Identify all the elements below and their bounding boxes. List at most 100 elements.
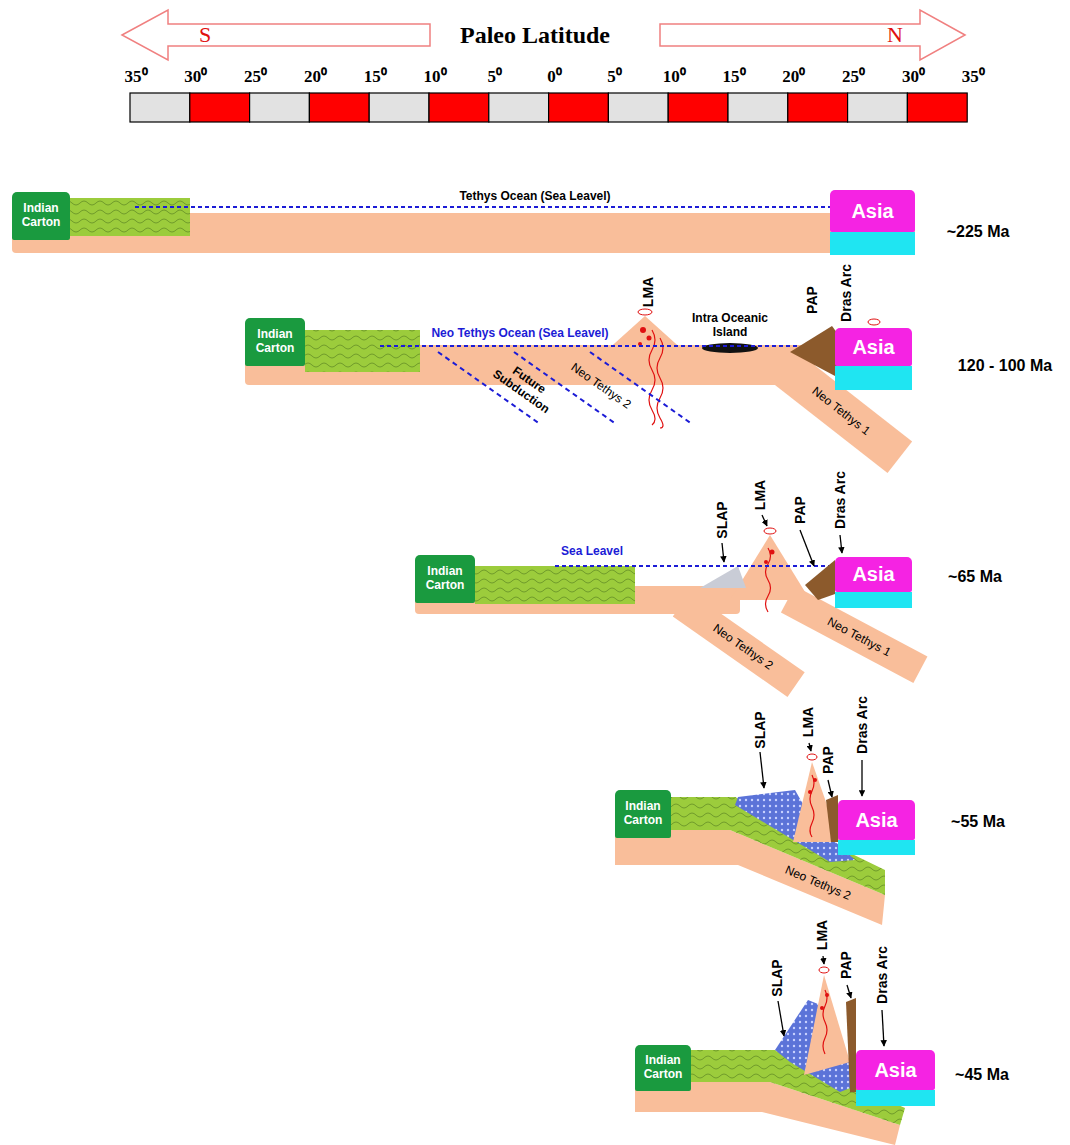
slab-label: Neo Tethys 1 bbox=[825, 614, 893, 659]
neo-tethys-1-slab bbox=[781, 586, 928, 683]
art-rect bbox=[549, 93, 609, 122]
magma-blob bbox=[647, 336, 652, 341]
pap-wedge bbox=[846, 998, 856, 1092]
slab-label: Neo Tethys 2 bbox=[710, 621, 775, 673]
leader-arrow bbox=[800, 530, 814, 566]
feature-label: Dras Arc bbox=[832, 471, 849, 529]
art-rect bbox=[369, 93, 429, 122]
art-rect bbox=[250, 93, 310, 122]
magma bbox=[649, 330, 655, 425]
art-rect bbox=[608, 93, 668, 122]
node-label: Asia bbox=[874, 1059, 916, 1082]
continent-block: Asia bbox=[835, 328, 912, 366]
age-label: 120 - 100 Ma bbox=[958, 356, 1052, 375]
craton-block: Indian Carton bbox=[12, 192, 70, 240]
latitude-tick: 15⁰ bbox=[364, 67, 387, 87]
leader-arrow bbox=[861, 760, 862, 796]
latitude-bar bbox=[130, 93, 967, 122]
art-rect bbox=[190, 93, 250, 122]
magma-blob bbox=[825, 993, 829, 997]
art-rect bbox=[907, 93, 967, 122]
latitude-tick: 25⁰ bbox=[842, 67, 865, 87]
art-rect bbox=[429, 93, 489, 122]
sea-level-line bbox=[135, 206, 830, 208]
feature-label: LMA bbox=[640, 277, 657, 307]
leader-arrow bbox=[762, 515, 767, 526]
slab-label: Neo Tethys 2 bbox=[568, 360, 633, 412]
art-rect bbox=[728, 93, 788, 122]
sediment bbox=[475, 566, 635, 604]
feature-label: LMA bbox=[752, 480, 769, 510]
feature-label: SLAP bbox=[714, 501, 731, 538]
continent-block: Asia bbox=[830, 190, 915, 232]
north-arrow bbox=[660, 10, 965, 60]
latitude-tick: 20⁰ bbox=[782, 67, 805, 87]
craton-block: Indian Carton bbox=[415, 555, 475, 603]
magma-blob bbox=[820, 1006, 824, 1010]
art-rect bbox=[130, 93, 190, 122]
asia-base bbox=[856, 1090, 935, 1106]
sediment bbox=[70, 198, 190, 236]
magma bbox=[657, 338, 663, 428]
leader-arrow bbox=[882, 1010, 884, 1046]
craton-block: Indian Carton bbox=[615, 790, 671, 838]
latitude-tick: 10⁰ bbox=[663, 67, 686, 87]
intra-oceanic-island bbox=[702, 343, 758, 353]
sediment-waves bbox=[70, 198, 190, 236]
lma-volcano bbox=[605, 316, 685, 352]
art-rect bbox=[309, 93, 369, 122]
leader-arrow bbox=[778, 1001, 784, 1036]
eruption-cloud bbox=[638, 309, 652, 315]
feature-label: PAP bbox=[820, 746, 837, 774]
latitude-tick: 35⁰ bbox=[962, 67, 985, 87]
latitude-tick: 15⁰ bbox=[723, 67, 746, 87]
node-label: Asia bbox=[851, 200, 893, 223]
sediment-waves bbox=[305, 330, 420, 372]
node-label: Asia bbox=[852, 336, 894, 359]
age-label: ~45 Ma bbox=[955, 1065, 1009, 1084]
feature-label: Dras Arc bbox=[838, 264, 855, 322]
eruption-cloud bbox=[807, 754, 817, 760]
node-label: Indian Carton bbox=[15, 202, 67, 230]
leader-arrow bbox=[840, 535, 842, 553]
node-label: Indian Carton bbox=[618, 800, 668, 828]
craton-block: Indian Carton bbox=[245, 318, 305, 366]
latitude-tick: 30⁰ bbox=[184, 67, 207, 87]
art-rect bbox=[489, 93, 549, 122]
ocean-label: Tethys Ocean (Sea Leavel) bbox=[459, 189, 610, 203]
chart-title: Paleo Latitude bbox=[460, 21, 610, 50]
note-label: Future Subduction bbox=[484, 351, 566, 420]
feature-label: PAP bbox=[804, 286, 821, 314]
slap-wedge bbox=[735, 790, 855, 862]
node-label: Indian Carton bbox=[638, 1054, 688, 1082]
node-label: Indian Carton bbox=[418, 565, 472, 593]
latitude-tick: 25⁰ bbox=[244, 67, 267, 87]
eruption-cloud bbox=[764, 528, 776, 534]
direction-letter: S bbox=[199, 22, 211, 48]
asia-base bbox=[830, 232, 915, 255]
magma-blob bbox=[770, 550, 775, 555]
leader-arrow bbox=[823, 956, 824, 964]
feature-label: Dras Arc bbox=[874, 946, 891, 1004]
slab-label: Neo Tethys 2 bbox=[783, 863, 853, 904]
continent-block: Asia bbox=[856, 1050, 935, 1090]
leader-arrow bbox=[760, 752, 764, 788]
art-rect bbox=[788, 93, 848, 122]
feature-label: Intra Oceanic Island bbox=[683, 311, 778, 340]
craton-block: Indian Carton bbox=[635, 1045, 691, 1091]
art-rect bbox=[668, 93, 728, 122]
feature-label: SLAP bbox=[752, 711, 769, 748]
leader-arrow bbox=[847, 985, 851, 998]
direction-letter: N bbox=[887, 22, 903, 48]
node-label: Indian Carton bbox=[248, 328, 302, 356]
latitude-tick: 0⁰ bbox=[547, 67, 562, 87]
ocean-label: Neo Tethys Ocean (Sea Leavel) bbox=[431, 326, 608, 340]
feature-label: PAP bbox=[792, 496, 809, 524]
feature-label: SLAP bbox=[769, 959, 786, 996]
eruption-cloud bbox=[868, 319, 880, 325]
magma-blob bbox=[640, 327, 646, 333]
pap-wedge bbox=[805, 560, 835, 600]
lma-volcano bbox=[793, 762, 840, 842]
node-label: Asia bbox=[852, 563, 894, 586]
